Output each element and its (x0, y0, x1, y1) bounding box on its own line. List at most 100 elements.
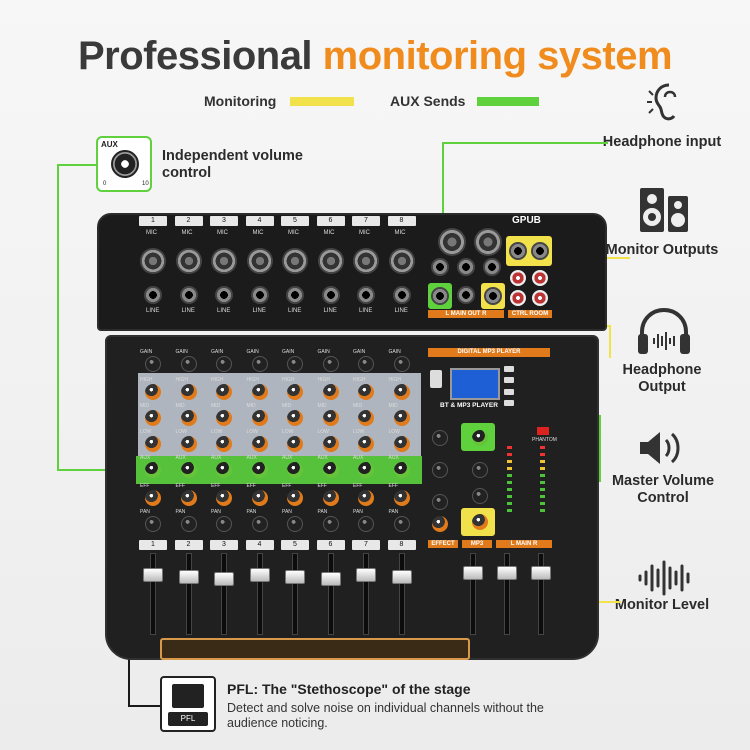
line-jack-input (286, 286, 304, 304)
channel-knob[interactable] (216, 516, 232, 532)
channel-knob[interactable] (251, 436, 268, 452)
menu-button[interactable] (504, 366, 514, 372)
callout-master-volume: Master Volume Control (611, 473, 715, 507)
channel-knob[interactable] (393, 490, 410, 506)
channel-knob[interactable] (180, 384, 197, 400)
mp3-knob[interactable] (472, 462, 488, 478)
channel-knob[interactable] (145, 436, 161, 452)
channel-knob[interactable] (393, 436, 410, 452)
channel-knob[interactable] (287, 516, 303, 532)
phantom-switch[interactable] (537, 427, 549, 435)
knob-label: HIGH (353, 377, 366, 383)
knob-label: AUX (317, 455, 328, 461)
channel-fader[interactable] (178, 570, 199, 584)
channel-knob[interactable] (216, 384, 232, 400)
channel-knob[interactable] (358, 490, 374, 506)
meter-led (507, 488, 512, 491)
channel-knob[interactable] (358, 384, 374, 400)
next-button[interactable] (504, 388, 514, 395)
channel-knob[interactable] (216, 462, 232, 478)
channel-knob[interactable] (287, 490, 303, 506)
channel-knob[interactable] (180, 490, 197, 506)
mic-xlr-input (317, 248, 344, 274)
channel-knob[interactable] (393, 410, 410, 426)
channel-knob[interactable] (322, 410, 339, 426)
channel-knob[interactable] (145, 356, 161, 372)
channel-knob[interactable] (251, 410, 268, 426)
channel-fader[interactable] (249, 568, 270, 582)
channel-knob[interactable] (358, 436, 374, 452)
knob-label: EFF (140, 483, 150, 489)
effect-knob[interactable] (432, 494, 448, 510)
mic-label: MIC (252, 230, 264, 236)
knob-label: LOW (175, 429, 187, 435)
effect-knob[interactable] (432, 516, 448, 532)
meter-led (507, 502, 512, 505)
channel-fader[interactable] (391, 570, 412, 584)
channel-knob[interactable] (287, 410, 303, 426)
prev-button[interactable] (504, 377, 514, 384)
channel-knob[interactable] (322, 462, 339, 478)
channel-knob[interactable] (180, 462, 197, 478)
channel-knob[interactable] (287, 384, 303, 400)
channel-fader[interactable] (214, 572, 234, 586)
fader-track (221, 553, 227, 635)
channel-fader[interactable] (356, 568, 376, 582)
channel-knob[interactable] (180, 516, 197, 532)
master-fader[interactable] (497, 566, 517, 580)
channel-knob[interactable] (358, 410, 374, 426)
channel-fader[interactable] (143, 568, 163, 582)
channel-number: 4 (245, 216, 274, 226)
channel-knob[interactable] (180, 436, 197, 452)
channel-knob[interactable] (322, 516, 339, 532)
knob-label: GAIN (317, 349, 330, 355)
channel-knob[interactable] (216, 356, 232, 372)
channel-knob[interactable] (287, 436, 303, 452)
channel-knob[interactable] (145, 516, 161, 532)
effect-knob[interactable] (432, 430, 448, 446)
channel-knob[interactable] (322, 436, 339, 452)
mp3-knob[interactable] (472, 488, 488, 504)
channel-knob[interactable] (180, 410, 197, 426)
channel-knob[interactable] (251, 356, 268, 372)
channel-knob[interactable] (287, 356, 303, 372)
channel-knob[interactable] (358, 462, 374, 478)
knob-label: HIGH (388, 377, 402, 383)
channel-knob[interactable] (393, 462, 410, 478)
ctrl-room-level-knob[interactable] (472, 514, 488, 530)
channel-fader[interactable] (285, 570, 305, 584)
channel-knob[interactable] (216, 436, 232, 452)
channel-knob[interactable] (145, 490, 161, 506)
channel-knob[interactable] (251, 462, 268, 478)
channel-knob[interactable] (322, 490, 339, 506)
channel-knob[interactable] (216, 410, 232, 426)
effect-knob[interactable] (432, 462, 448, 478)
channel-knob[interactable] (287, 462, 303, 478)
channel-knob[interactable] (145, 462, 161, 478)
channel-knob[interactable] (322, 384, 339, 400)
channel-knob[interactable] (393, 516, 410, 532)
phones-volume-knob[interactable] (472, 430, 488, 446)
ear-icon (645, 80, 689, 126)
channel-knob[interactable] (216, 490, 232, 506)
master-fader[interactable] (463, 566, 483, 580)
channel-knob[interactable] (251, 516, 268, 532)
pfl-button-label: PFL (168, 712, 208, 726)
mp3-label: MP3 (462, 540, 492, 548)
mic-label: MIC (146, 230, 157, 236)
channel-knob[interactable] (251, 490, 268, 506)
channel-knob[interactable] (145, 384, 161, 400)
channel-knob[interactable] (393, 356, 410, 372)
channel-knob[interactable] (322, 356, 339, 372)
master-fader[interactable] (531, 566, 551, 580)
channel-knob[interactable] (180, 356, 197, 372)
knob-label: AUX (175, 455, 186, 461)
mic-label: MIC (288, 230, 299, 236)
channel-knob[interactable] (358, 356, 374, 372)
channel-knob[interactable] (251, 384, 268, 400)
channel-knob[interactable] (358, 516, 374, 532)
channel-knob[interactable] (145, 410, 161, 426)
channel-knob[interactable] (393, 384, 410, 400)
channel-fader[interactable] (320, 572, 341, 586)
play-pause-button[interactable] (504, 399, 514, 406)
